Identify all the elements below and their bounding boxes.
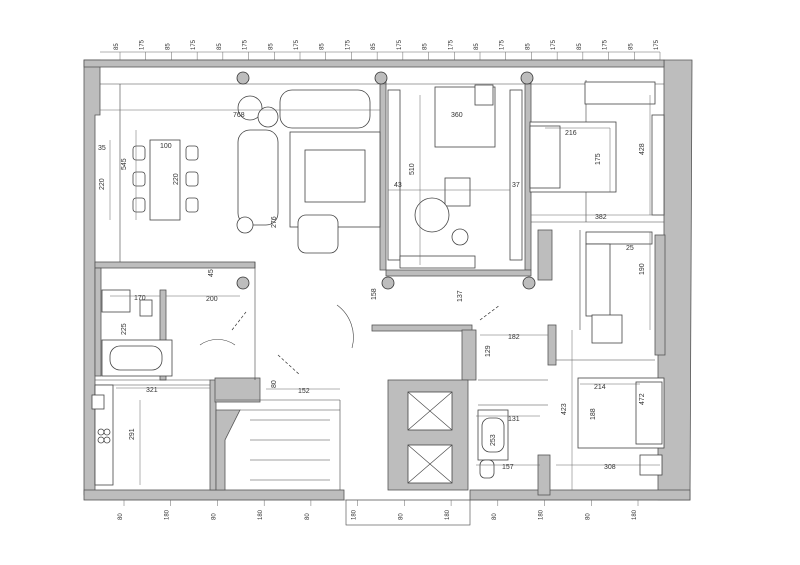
tick-label: 180 — [352, 509, 358, 520]
doors — [199, 304, 501, 376]
dressing-room — [585, 231, 653, 344]
dim-276: 276 — [271, 216, 278, 228]
tick-label: 80 — [492, 513, 498, 520]
dim-137: 137 — [457, 290, 464, 302]
dim-253: 253 — [490, 434, 497, 446]
dim-80: 80 — [271, 380, 278, 388]
dim-129: 129 — [485, 345, 492, 357]
tick-label: 180 — [632, 509, 638, 520]
tick-label: 85 — [474, 43, 480, 50]
dim-291: 291 — [129, 428, 136, 440]
tick-label: 175 — [551, 39, 557, 50]
dimension-labels: 768 35 100 545 220 220 276 43 510 360 37… — [98, 112, 646, 471]
tick-label: 175 — [448, 39, 454, 50]
second-bedroom — [577, 377, 665, 476]
tick-label: 85 — [165, 43, 171, 50]
dim-100: 100 — [160, 143, 172, 150]
tick-label: 180 — [258, 509, 264, 520]
living-area — [236, 89, 381, 254]
tick-label: 175 — [140, 39, 146, 50]
dim-37: 37 — [512, 182, 520, 189]
dim-158: 158 — [371, 288, 378, 300]
dim-43: 43 — [394, 182, 402, 189]
tick-label: 175 — [603, 39, 609, 50]
tick-label: 85 — [114, 43, 120, 50]
dim-423: 423 — [561, 403, 568, 415]
tick-label: 80 — [398, 513, 404, 520]
tick-label: 85 — [423, 43, 429, 50]
tick-label: 80 — [305, 513, 311, 520]
tick-label: 180 — [445, 509, 451, 520]
tick-label: 175 — [345, 39, 351, 50]
tick-label: 175 — [294, 39, 300, 50]
dim-216: 216 — [565, 130, 577, 137]
tick-label: 85 — [577, 43, 583, 50]
dim-214: 214 — [594, 384, 606, 391]
dim-188: 188 — [590, 408, 597, 420]
dim-182: 182 — [508, 334, 520, 341]
tick-label: 85 — [525, 43, 531, 50]
dim-382: 382 — [595, 214, 607, 221]
kitchen — [91, 384, 114, 486]
dim-768: 768 — [233, 112, 245, 119]
tick-label: 175 — [191, 39, 197, 50]
dim-321: 321 — [146, 387, 158, 394]
dim-510: 510 — [409, 163, 416, 175]
stair-core — [215, 391, 471, 526]
dim-225: 225 — [121, 323, 128, 335]
dim-360: 360 — [451, 112, 463, 119]
tick-label: 175 — [500, 39, 506, 50]
dim-200: 200 — [206, 296, 218, 303]
tick-label: 80 — [211, 513, 217, 520]
columns — [236, 71, 536, 290]
dim-152: 152 — [298, 388, 310, 395]
tick-label: 85 — [371, 43, 377, 50]
study-area — [387, 84, 523, 269]
tick-label: 175 — [654, 39, 660, 50]
dining-table — [132, 139, 199, 221]
exterior-walls — [83, 59, 693, 501]
tick-label: 175 — [397, 39, 403, 50]
tick-label: 175 — [243, 39, 249, 50]
tick-label: 85 — [320, 43, 326, 50]
dim-157: 157 — [502, 464, 514, 471]
tick-label: 85 — [268, 43, 274, 50]
bottom-window-ticks: 80 180 80 180 80 180 80 180 80 180 80 180 — [100, 499, 660, 520]
bathrooms — [101, 289, 509, 479]
dim-190: 190 — [639, 263, 646, 275]
dim-25: 25 — [626, 245, 634, 252]
dimension-lines — [100, 95, 664, 490]
dim-170: 170 — [134, 295, 146, 302]
tick-label: 180 — [165, 509, 171, 520]
dim-545: 545 — [121, 158, 128, 170]
tick-label: 85 — [217, 43, 223, 50]
tick-label: 180 — [539, 509, 545, 520]
dim-175: 175 — [595, 153, 602, 165]
dim-220-left: 220 — [99, 178, 106, 190]
dim-131: 131 — [508, 416, 520, 423]
dim-428: 428 — [639, 143, 646, 155]
dim-308: 308 — [604, 464, 616, 471]
dim-472: 472 — [639, 393, 646, 405]
tick-label: 80 — [585, 513, 591, 520]
dim-35: 35 — [98, 145, 106, 152]
tick-label: 85 — [628, 43, 634, 50]
master-bedroom — [529, 81, 665, 216]
tick-label: 80 — [118, 513, 124, 520]
dim-45: 45 — [208, 269, 215, 277]
dim-220-table: 220 — [173, 173, 180, 185]
